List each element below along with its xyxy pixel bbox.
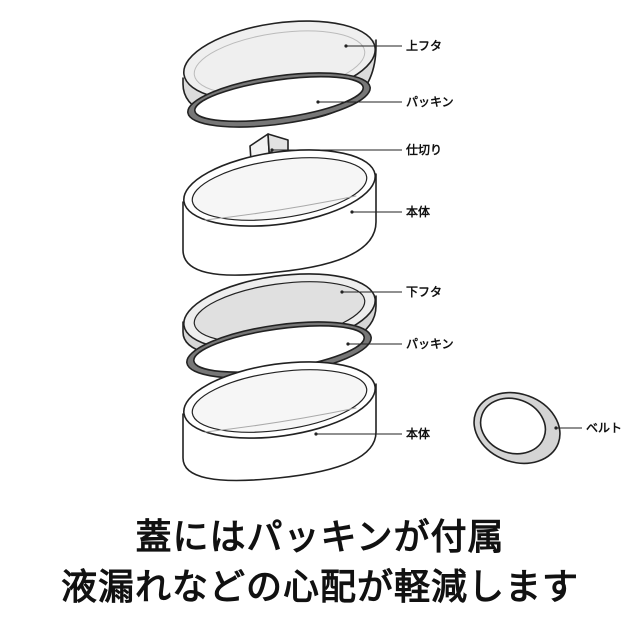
lower-body	[182, 361, 377, 482]
label-packing-lower: パッキン	[406, 337, 454, 351]
label-body-upper: 本体	[406, 204, 431, 219]
upper-body	[182, 149, 377, 276]
label-divider: 仕切り	[405, 142, 442, 157]
leader-lines	[270, 44, 582, 436]
belt	[473, 391, 561, 465]
exploded-diagram: 上フタ パッキン 仕切り 本体 下フタ パッキン 本体 ベルト	[182, 20, 622, 482]
caption-line-2: 液漏れなどの心配が軽減します	[60, 567, 579, 608]
label-belt: ベルト	[586, 421, 622, 435]
upper-packing	[187, 72, 371, 128]
label-lower-lid: 下フタ	[406, 285, 442, 299]
label-upper-lid: 上フタ	[406, 38, 442, 53]
caption-line-1: 蓋にはパッキンが付属	[135, 517, 505, 558]
label-body-lower: 本体	[406, 426, 431, 441]
label-packing-upper: パッキン	[406, 95, 454, 109]
